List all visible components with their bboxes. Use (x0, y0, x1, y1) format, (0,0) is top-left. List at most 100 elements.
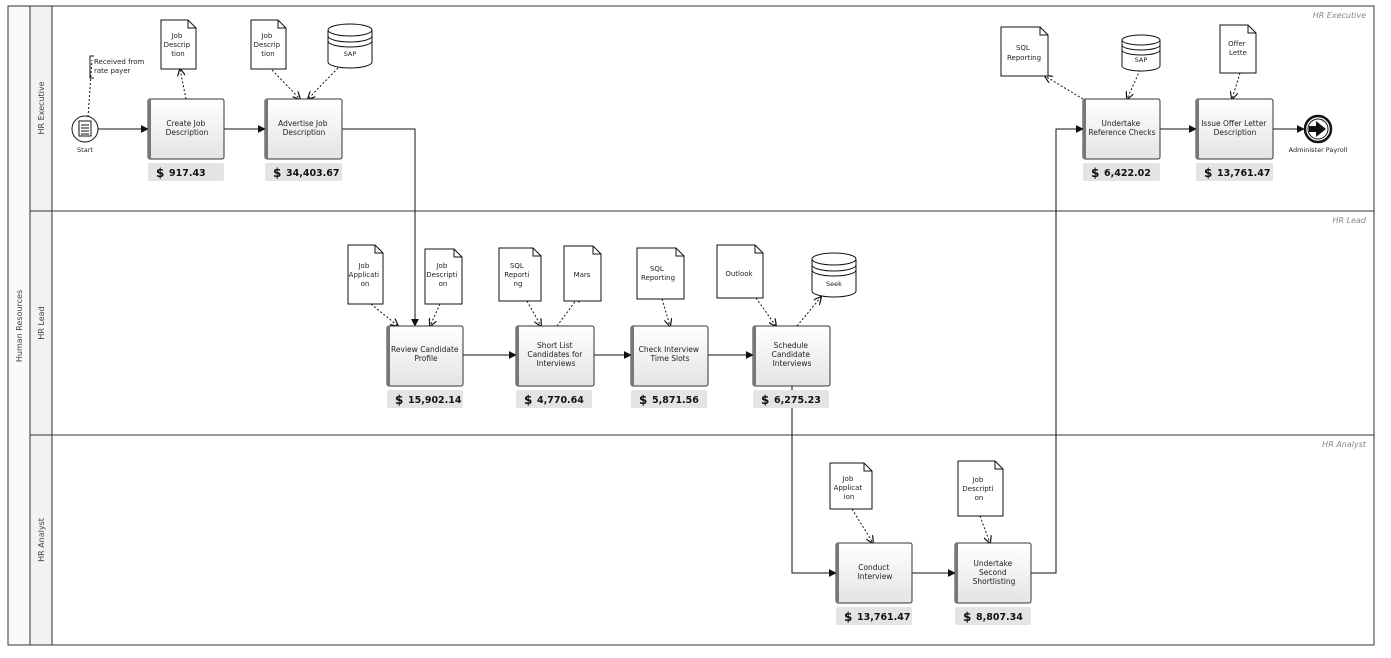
document-icon[interactable]: Job Descripti on (957, 460, 1004, 517)
task-cost: 15,902.14 (408, 395, 462, 406)
cost-tag: $ 4,770.64 (516, 390, 592, 408)
task-issue-offer-letter[interactable]: Issue Offer Letter Description (1195, 98, 1274, 160)
task-label: Undertake (973, 559, 1012, 568)
document-label: Reporting (1007, 54, 1041, 62)
svg-text:Create Job Description: Create Job Description (166, 119, 209, 137)
task-label: Candidates for (527, 350, 583, 359)
document-icon[interactable]: SQL Reporting (1000, 26, 1049, 77)
start-event-label: Start (77, 146, 93, 154)
arrow-right-icon (1309, 121, 1326, 137)
task-label: Schedule (774, 341, 809, 350)
task-create-job-description[interactable]: Create Job Description (147, 98, 225, 160)
svg-text:Job Descripti: Job Descripti on (962, 476, 995, 502)
task-label: Shortlisting (973, 577, 1016, 586)
svg-text:Conduct Interview: Conduct Interview (858, 563, 893, 581)
task-label: Time Slots (649, 354, 689, 363)
document-icon[interactable]: Job Descrip tion (250, 19, 287, 70)
document-label: Descripti (962, 485, 993, 493)
document-icon[interactable]: Job Descrip tion (160, 19, 197, 70)
dollar-icon: $ (844, 610, 852, 624)
document-icon[interactable]: Job Applicat ion (829, 462, 873, 510)
datastore-label: SAP (1135, 56, 1148, 64)
document-icon[interactable]: SQL Reporti ng (498, 247, 542, 302)
message-icon (78, 120, 92, 137)
task-check-interview-time-slots[interactable]: Check Interview Time Slots (630, 325, 709, 387)
task-label: Interview (858, 572, 893, 581)
task-cost: 34,403.67 (286, 168, 340, 179)
document-icon[interactable]: Job Descripti on (424, 248, 463, 305)
flow-advertise-to-review (342, 128, 419, 327)
document-label: ng (514, 280, 523, 288)
task-advertise-job-description[interactable]: Advertise Job Description (264, 98, 343, 160)
cost-tag: $ 6,275.23 (753, 390, 829, 408)
annotation-received: Received from rate payer (89, 55, 145, 79)
svg-text:Job Descripti: Job Descripti on (426, 262, 459, 288)
dollar-icon: $ (1091, 166, 1099, 180)
sequence-flows (98, 125, 1305, 577)
document-label: Offer (1228, 40, 1246, 48)
dollar-icon: $ (639, 393, 647, 407)
task-cost: 6,422.02 (1104, 168, 1151, 179)
assoc-d11-conduct (851, 508, 873, 543)
end-event[interactable]: Administer Payroll (1289, 114, 1348, 154)
assoc-d5-review (370, 303, 398, 326)
lane-label-hr-lead: HR Lead (37, 306, 46, 339)
svg-text:Undertake Reference Ch: Undertake Reference Checks (1088, 119, 1155, 137)
lane-hr-executive: HR Executive HR Executive (29, 5, 1375, 212)
task-label: Interviews (537, 359, 576, 368)
dollar-icon: $ (273, 166, 281, 180)
document-label: Mars (574, 271, 591, 279)
database-icon[interactable]: Seek (811, 252, 857, 298)
document-label: SQL (1016, 44, 1030, 52)
task-short-list-candidates[interactable]: Short List Candidates for Interviews (515, 325, 595, 387)
lane-label-hr-executive: HR Executive (37, 81, 46, 134)
cost-tag: $ 13,761.47 (1196, 163, 1273, 181)
document-icon[interactable]: Offer Lette (1219, 24, 1257, 74)
task-label: Issue Offer Letter (1201, 119, 1267, 128)
document-label: Reporting (641, 274, 675, 282)
database-icon[interactable]: SAP (327, 23, 373, 69)
task-label: Undertake (1101, 119, 1140, 128)
flow-schedule-to-conduct (791, 385, 837, 577)
assoc-reference-d3 (1045, 76, 1084, 100)
document-icon[interactable]: Job Applicati on (347, 244, 384, 305)
task-label: Candidate (772, 350, 811, 359)
task-schedule-candidate-interviews[interactable]: Schedule Candidate Interviews (752, 325, 831, 387)
task-label: Conduct (858, 563, 889, 572)
document-label: Descrip (254, 41, 281, 49)
task-undertake-second-shortlisting[interactable]: Undertake Second Shortlisting (954, 542, 1032, 604)
task-label: Description (283, 128, 326, 137)
dollar-icon: $ (156, 166, 164, 180)
document-label: Job (260, 32, 272, 40)
annotation-line: Received from (94, 58, 145, 66)
dollar-icon: $ (395, 393, 403, 407)
task-cost: 13,761.47 (1217, 168, 1271, 179)
document-label: Descripti (426, 271, 457, 279)
document-label: Lette (1229, 49, 1247, 57)
svg-text:Short List Candidates: Short List Candidates for Interviews (527, 341, 584, 368)
document-icon[interactable]: Mars (563, 245, 602, 302)
start-event[interactable]: Start (71, 115, 99, 154)
document-icon[interactable]: SQL Reporting (636, 247, 685, 300)
task-cost: 4,770.64 (537, 395, 584, 406)
document-label: on (975, 494, 984, 502)
task-cost: 6,275.23 (774, 395, 821, 406)
task-conduct-interview[interactable]: Conduct Interview (835, 542, 913, 604)
svg-text:Mars: Mars (574, 271, 591, 279)
svg-text:Offer Lette: Offer Lette (1228, 40, 1248, 57)
document-icon[interactable]: Outlook (716, 244, 764, 299)
task-undertake-reference-checks[interactable]: Undertake Reference Checks (1082, 98, 1161, 160)
svg-text:Check Interview Time S: Check Interview Time Slots (639, 345, 702, 363)
task-review-candidate-profile[interactable]: Review Candidate Profile (386, 325, 464, 387)
assoc-start-received (87, 59, 93, 118)
database-icon[interactable]: SAP (1121, 34, 1161, 72)
dollar-icon: $ (524, 393, 532, 407)
assoc-d4-issue (1232, 72, 1241, 99)
task-label: Short List (537, 341, 573, 350)
lane-corner-hr-lead: HR Lead (1333, 216, 1367, 225)
lane-label-hr-analyst: HR Analyst (37, 518, 46, 562)
datastore-label: SAP (344, 50, 357, 58)
lane-corner-hr-analyst: HR Analyst (1322, 440, 1367, 449)
task-label: Description (166, 128, 209, 137)
